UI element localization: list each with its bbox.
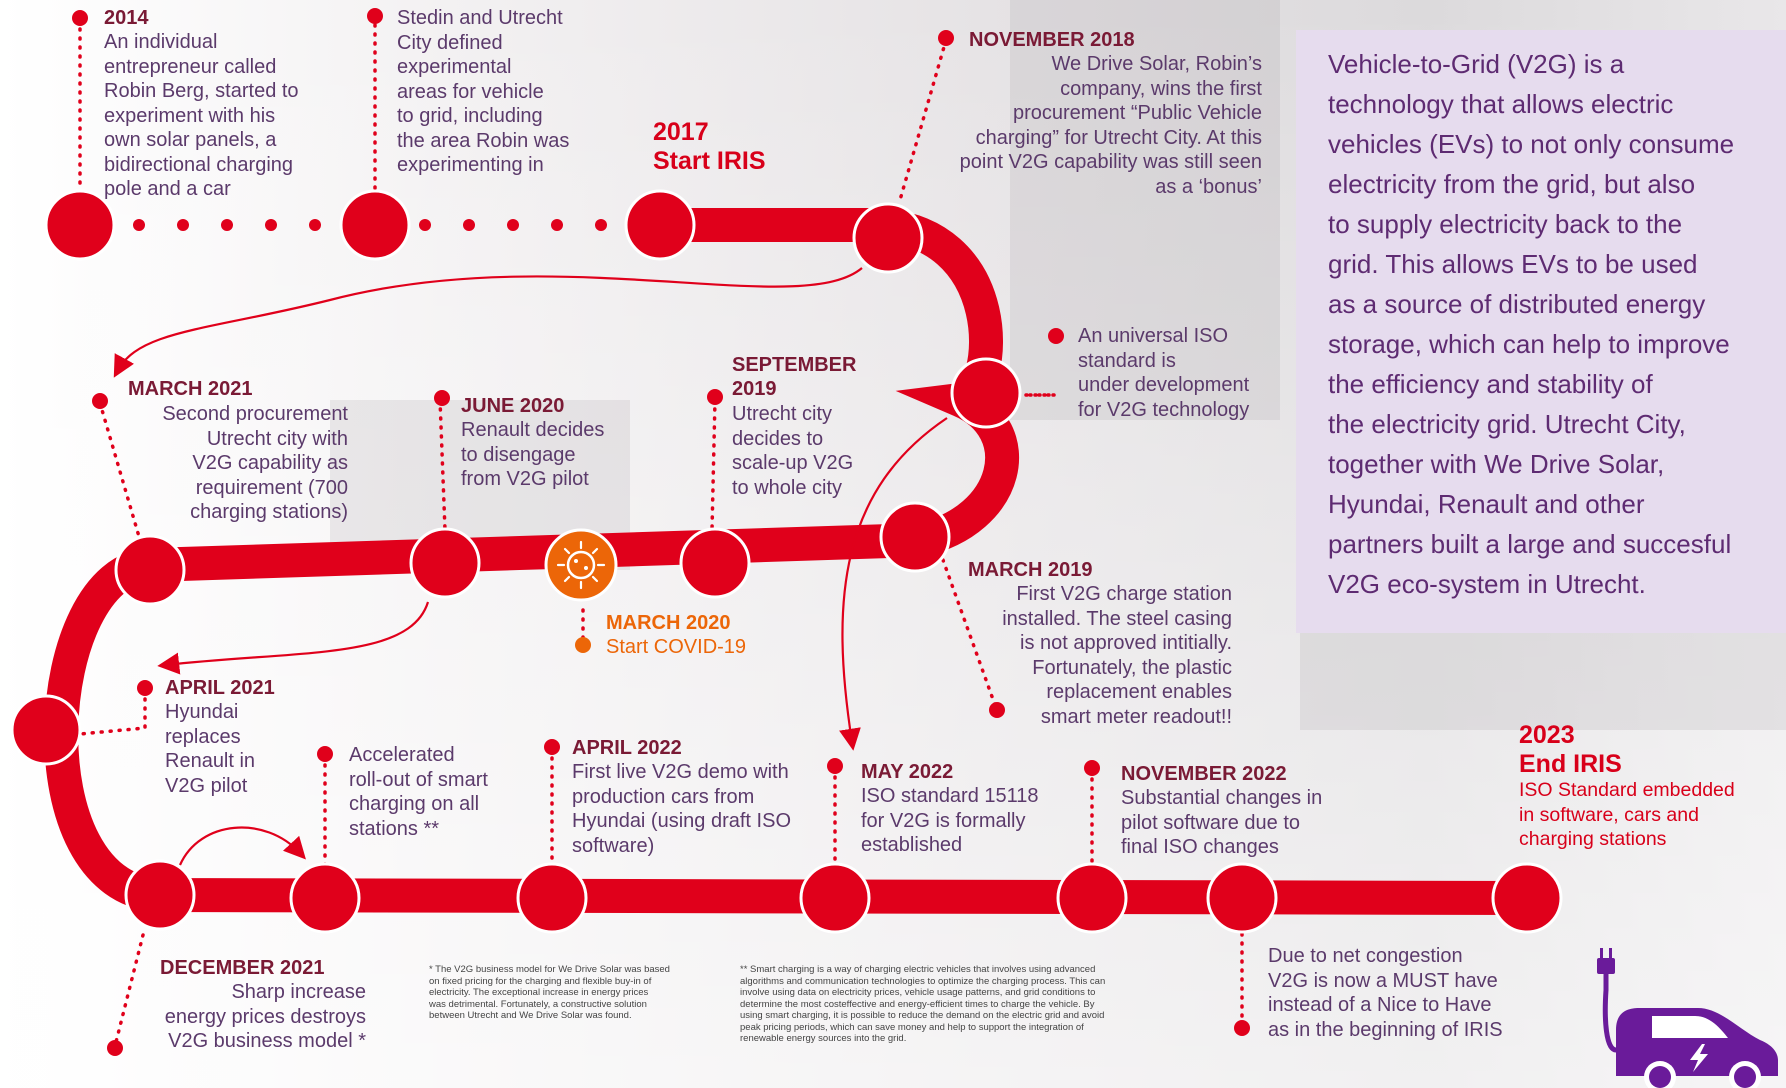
event-nov2018-text: We Drive Solar, Robin’s company, wins th… — [959, 53, 1262, 198]
ev-car-charging-icon — [1597, 948, 1778, 1088]
event-rollout-text: Accelerated roll-out of smart charging o… — [349, 744, 488, 840]
milestone-circles — [10, 189, 1563, 934]
event-mar2019-text: First V2G charge station installed. The … — [1002, 583, 1232, 728]
event-apr2022-text: First live V2G demo with production cars… — [572, 761, 791, 857]
event-2014-text: An individual entrepreneur called Robin … — [104, 31, 299, 200]
event-apr2021-text: Hyundai replaces Renault in V2G pilot — [165, 701, 256, 797]
event-mar2019-date: MARCH 2019 — [968, 559, 1093, 581]
event-2014-date: 2014 — [104, 7, 149, 29]
end-iris-text: ISO Standard embedded in software, cars … — [1519, 779, 1735, 850]
event-apr2021-date: APRIL 2021 — [165, 677, 275, 699]
track-road — [44, 208, 1547, 915]
event-jun2020-text: Renault decides to disengage from V2G pi… — [461, 419, 605, 490]
label-dots — [72, 8, 1250, 1056]
covid-date: MARCH 2020 — [606, 612, 731, 634]
event-dec2021-date: DECEMBER 2021 — [160, 957, 325, 979]
event-mar2021-date: MARCH 2021 — [128, 378, 253, 400]
event-may2022-text: ISO standard 15118 for V2G is formally e… — [861, 785, 1039, 856]
small-dots — [133, 219, 607, 231]
covid-text: Start COVID-19 — [606, 636, 747, 658]
leader-dots — [78, 14, 1244, 1048]
footnote-star: * The V2G business model for We Drive So… — [429, 964, 670, 1021]
event-stedin-text: Stedin and Utrecht City defined experime… — [397, 7, 570, 176]
event-nov2018-date: NOVEMBER 2018 — [969, 29, 1135, 51]
event-iso-dev-text: An universal ISO standard is under devel… — [1078, 325, 1250, 421]
event-nov2022-text: Substantial changes in pilot software du… — [1121, 787, 1323, 858]
covid-dot — [575, 637, 591, 653]
event-mar2021-text: Second procurement Utrecht city with V2G… — [162, 403, 348, 523]
event-apr2022-date: APRIL 2022 — [572, 737, 682, 759]
footnote-double-star: ** Smart charging is a way of charging e… — [740, 964, 1106, 1044]
event-net-text: Due to net congestion V2G is now a MUST … — [1268, 945, 1503, 1041]
virus-icon — [544, 528, 618, 602]
event-may2022-date: MAY 2022 — [861, 761, 954, 783]
event-jun2020-date: JUNE 2020 — [461, 395, 565, 417]
info-box: Vehicle-to-Grid (V2G) is a technology th… — [1296, 30, 1786, 633]
end-iris-title: 2023 End IRIS — [1519, 721, 1622, 778]
arrows — [113, 267, 948, 866]
event-sep2019-date: SEPTEMBER 2019 — [732, 354, 857, 400]
event-dec2021-text: Sharp increase energy prices destroys V2… — [164, 981, 366, 1052]
start-iris-title: 2017 Start IRIS — [653, 118, 766, 175]
info-text: Vehicle-to-Grid (V2G) is a technology th… — [1328, 49, 1735, 599]
event-sep2019-text: Utrecht city decides to scale-up V2G to … — [732, 403, 854, 499]
event-nov2022-date: NOVEMBER 2022 — [1121, 763, 1287, 785]
